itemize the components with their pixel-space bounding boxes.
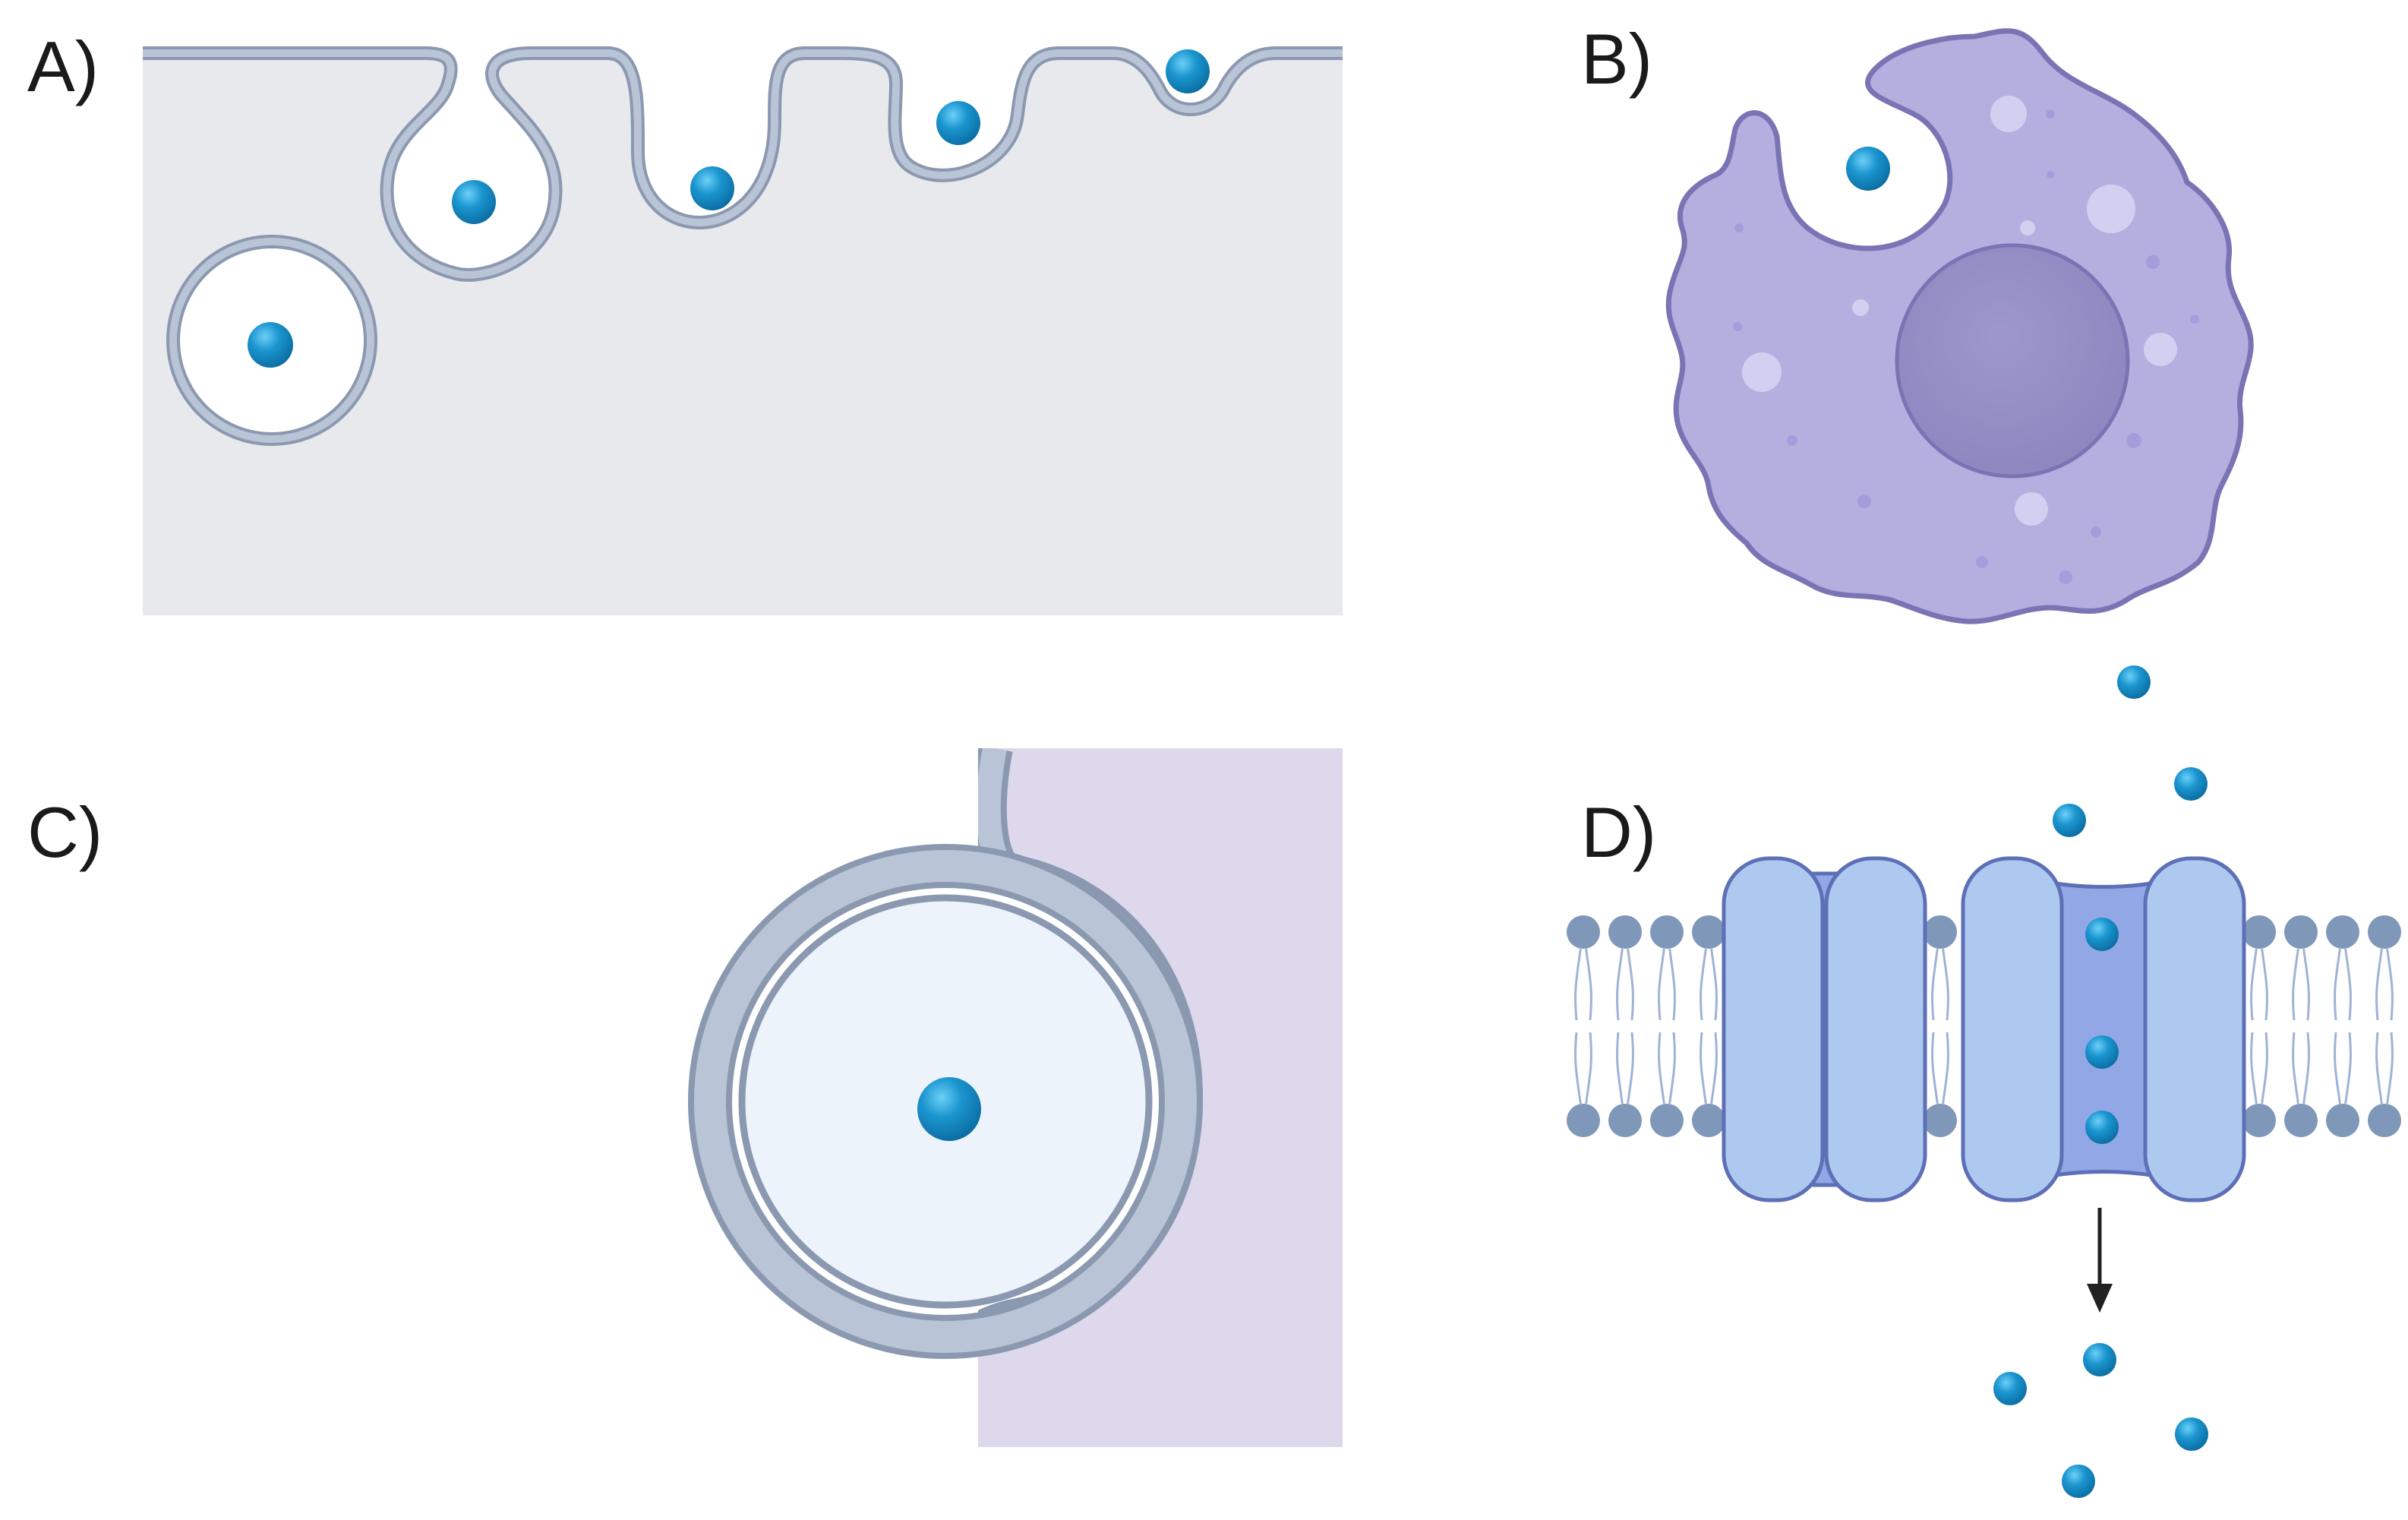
panel-a: A) [27, 0, 1343, 615]
lipid-tail [1627, 1032, 1634, 1104]
nucleus [1895, 243, 2130, 479]
lipid-tail [1668, 1032, 1676, 1104]
particle-icon [690, 166, 734, 210]
lipid-head [1650, 915, 1684, 949]
lipid-head [1692, 1104, 1725, 1137]
lipid-head [2368, 915, 2401, 949]
lipid-tail [1668, 948, 1676, 1021]
lipid-tail [2344, 1032, 2352, 1104]
particle-icon [2053, 804, 2086, 837]
panel-label-d: D) [1581, 792, 1656, 872]
lipid-tail [1658, 948, 1665, 1021]
particle-icon [2083, 1343, 2116, 1376]
lipid-head [2368, 1104, 2401, 1137]
cytoplasmic-granules [1733, 96, 2199, 584]
lipid-head [2326, 915, 2359, 949]
particle-icon [917, 1077, 981, 1141]
particles-outside [2053, 665, 2208, 837]
particle-icon [2085, 1111, 2119, 1144]
particle-icon [2085, 918, 2119, 951]
lipid-tail [1710, 1032, 1718, 1104]
lipid-tail [2292, 1032, 2299, 1104]
lipid-head [1567, 1104, 1600, 1137]
lipid-head [1650, 1104, 1684, 1137]
panel-d: D) [1567, 665, 2401, 1498]
lipid-tail [2261, 948, 2268, 1021]
extracellular-pockets [143, 0, 1343, 275]
lipid-tail [1574, 948, 1582, 1021]
lipid-tail [1699, 1032, 1707, 1104]
particle-icon [2174, 767, 2208, 801]
lipid-tail [2375, 1032, 2383, 1104]
particle-icon [1993, 1372, 2027, 1405]
lipid-tail [2386, 1032, 2394, 1104]
lipid-head [2242, 1104, 2276, 1137]
lipid-tail [1942, 948, 1949, 1021]
particle-icon [2062, 1465, 2095, 1498]
lipid-tail [2292, 948, 2299, 1021]
lipid-head [2284, 1104, 2318, 1137]
particle-icon [2175, 1417, 2208, 1451]
lipid-head [1608, 1104, 1642, 1137]
lipid-tail [2334, 1032, 2341, 1104]
lipid-head [1924, 915, 1957, 949]
particle-icon [1846, 147, 1890, 191]
particles-a [248, 49, 1210, 368]
particle-icon [2085, 1035, 2119, 1069]
panel-label-a: A) [27, 27, 99, 106]
lipid-tail [1585, 948, 1592, 1021]
lipid-head [1924, 1104, 1957, 1137]
lipid-head [1608, 915, 1642, 949]
lipid-tail [1931, 1032, 1939, 1104]
channel-protein-open [1961, 856, 2246, 1202]
lipid-tail [2250, 948, 2258, 1021]
lipid-tail [1710, 948, 1718, 1021]
arrow-down-icon [2087, 1208, 2113, 1313]
lipid-tail [1931, 948, 1939, 1021]
lipid-tail [2250, 1032, 2258, 1104]
host-cytoplasm-c [978, 748, 1343, 1447]
lipid-tail [1585, 1032, 1592, 1104]
particle-icon [248, 322, 293, 368]
channel-protein-closed [1722, 856, 1927, 1202]
lipid-tail [2261, 1032, 2268, 1104]
lipid-bilayer [1574, 948, 2394, 1104]
panel-label-b: B) [1581, 19, 1652, 99]
lipid-tail [2386, 948, 2394, 1021]
lipid-tail [1942, 1032, 1949, 1104]
particle-icon [452, 180, 496, 224]
lipid-head [2242, 915, 2276, 949]
particle-icon [936, 101, 980, 145]
lipid-head [2326, 1104, 2359, 1137]
lipid-head [1567, 915, 1600, 949]
lipid-tail [2302, 1032, 2310, 1104]
lipid-tail [1574, 1032, 1582, 1104]
particles-inside [1993, 1343, 2208, 1498]
lipid-tail [2375, 948, 2383, 1021]
particles-in-pore [2085, 918, 2119, 1144]
lipid-tail [1627, 948, 1634, 1021]
lipid-tail [1616, 1032, 1624, 1104]
lipid-tail [1658, 1032, 1665, 1104]
lipid-head [2284, 915, 2318, 949]
plasma-membrane-a [143, 46, 1343, 282]
panel-b: B) [1581, 19, 2254, 624]
lipid-tail [2344, 948, 2352, 1021]
panel-label-c: C) [27, 792, 103, 872]
lipid-heads [1567, 915, 2401, 1137]
lipid-tail [2334, 948, 2341, 1021]
panel-c: C) [27, 748, 1343, 1447]
lipid-tail [1699, 948, 1707, 1021]
lipid-head [1692, 915, 1725, 949]
particle-icon [2117, 665, 2151, 699]
lipid-tail [1616, 948, 1624, 1021]
lipid-tail [2302, 948, 2310, 1021]
particle-icon [1166, 49, 1210, 93]
